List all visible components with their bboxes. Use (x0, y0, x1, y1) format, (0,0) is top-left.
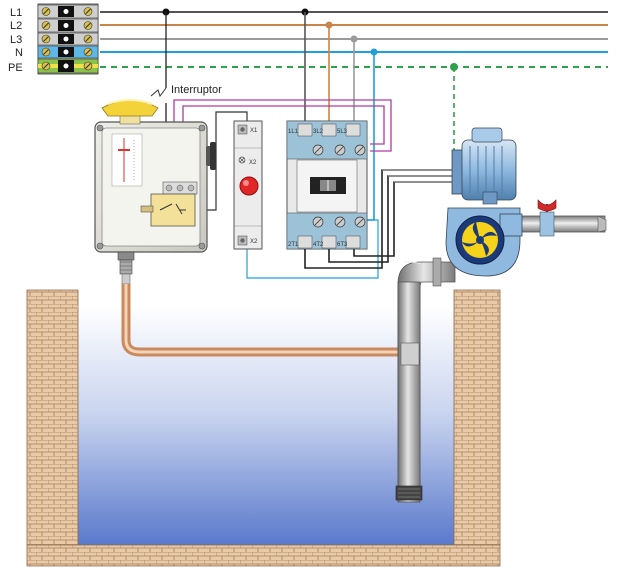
terminal-row-l3 (37, 32, 99, 46)
label-l2: L2 (10, 20, 22, 32)
label-l1: L1 (10, 7, 22, 19)
lamp-icon (238, 156, 246, 164)
terminal-block-icon (37, 3, 99, 75)
terminal-row-l2 (37, 18, 99, 33)
suction-pipe (395, 257, 456, 503)
cable-gland (117, 251, 135, 285)
tank-wall-right (453, 289, 501, 546)
valve-handle-icon (537, 199, 557, 212)
contactor-terminal-5l3: 5L3 (337, 129, 348, 135)
switch-symbol-icon (150, 87, 167, 98)
contactor (286, 120, 368, 250)
label-n: N (15, 47, 23, 59)
pump-motor-icon (451, 127, 517, 205)
terminal-row-pe (37, 58, 99, 74)
contactor-top-screws (297, 123, 366, 156)
float-switch-box (94, 121, 216, 253)
label-l3: L3 (10, 34, 22, 46)
contactor-bottom-screws (297, 216, 366, 249)
contactor-terminal-4t2: 4T2 (313, 242, 324, 248)
indicator-lamp-module (233, 120, 263, 250)
water (78, 306, 454, 545)
discharge-pipe (504, 211, 607, 237)
indicator-lamp-red (239, 176, 259, 196)
switch-label: Interruptor (171, 84, 222, 96)
contactor-terminal-3l2: 3L2 (313, 129, 324, 135)
indicator-x1-label: X1 (250, 128, 258, 134)
label-pe: PE (8, 62, 23, 74)
indicator-lamp-x2-label: X2 (249, 160, 257, 166)
contactor-terminal-1l1: 1L1 (288, 129, 299, 135)
tank-floor (26, 544, 501, 567)
terminal-row-l1 (37, 4, 99, 19)
indicator-wires (200, 111, 379, 279)
contactor-terminal-6t3: 6T3 (337, 242, 348, 248)
terminal-row-n (37, 45, 99, 59)
impeller-icon (462, 222, 498, 258)
tank-wall-left (26, 289, 79, 546)
knob-icon (101, 99, 159, 125)
water-tank (26, 289, 501, 567)
box-terminals (162, 181, 198, 195)
micro-switch (150, 193, 196, 227)
contactor-terminal-2t1: 2T1 (288, 242, 299, 248)
indicator-x2-label: X2 (250, 239, 258, 245)
